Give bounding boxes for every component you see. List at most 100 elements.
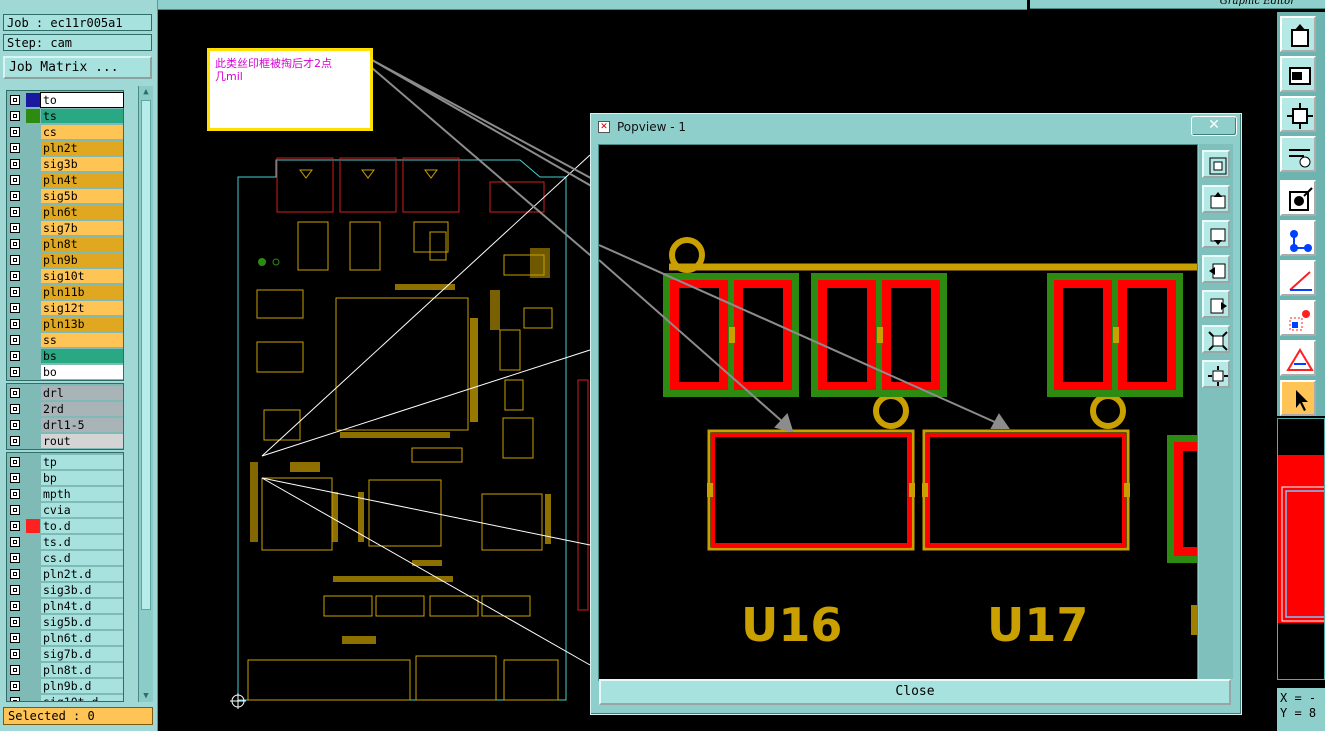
layer-checkbox[interactable]: [10, 617, 20, 627]
layer-checkbox[interactable]: [10, 601, 20, 611]
pan-left-button[interactable]: [1202, 255, 1230, 283]
zoom-fit-button[interactable]: [1202, 150, 1230, 178]
layer-checkbox[interactable]: [10, 367, 20, 377]
layer-name[interactable]: drl1-5: [41, 418, 123, 432]
layer-row-to[interactable]: to: [7, 92, 125, 108]
layer-row-drl[interactable]: drl: [7, 385, 125, 401]
layer-name[interactable]: pln6t: [41, 205, 123, 219]
home-tool-button[interactable]: [1280, 16, 1316, 52]
layer-row-bs[interactable]: bs: [7, 348, 125, 364]
layer-name[interactable]: bp: [41, 471, 123, 485]
layer-row-pln2t[interactable]: pln2t: [7, 140, 125, 156]
layer-row-mpth[interactable]: mpth: [7, 486, 123, 502]
layer-row-sig7b-d[interactable]: sig7b.d: [7, 646, 123, 662]
zoom-all-button[interactable]: [1202, 325, 1230, 353]
measure-tool-button[interactable]: [1280, 136, 1316, 172]
layer-row-sig12t[interactable]: sig12t: [7, 300, 125, 316]
layer-row-pln13b[interactable]: pln13b: [7, 316, 125, 332]
scroll-thumb[interactable]: [141, 100, 151, 610]
layer-name[interactable]: sig10t.d: [41, 695, 123, 701]
zoom-in-button[interactable]: [1202, 185, 1230, 213]
layer-name[interactable]: pln8t: [41, 237, 123, 251]
zoom-out-button[interactable]: [1202, 220, 1230, 248]
layer-name[interactable]: sig3b.d: [41, 583, 123, 597]
layer-row-sig7b[interactable]: sig7b: [7, 220, 125, 236]
layer-checkbox[interactable]: [10, 489, 20, 499]
popview-canvas[interactable]: U16 U17: [598, 144, 1198, 681]
layer-name[interactable]: bo: [41, 365, 123, 379]
layer-row-pln2t-d[interactable]: pln2t.d: [7, 566, 123, 582]
layer-checkbox[interactable]: [10, 404, 20, 414]
layer-name[interactable]: sig12t: [41, 301, 123, 315]
layer-checkbox[interactable]: [10, 191, 20, 201]
layer-checkbox[interactable]: [10, 287, 20, 297]
layer-checkbox[interactable]: [10, 319, 20, 329]
layer-row-to-d[interactable]: to.d: [7, 518, 123, 534]
net-tool-button[interactable]: [1280, 220, 1316, 256]
layer-row-sig10t[interactable]: sig10t: [7, 268, 125, 284]
layer-checkbox[interactable]: [10, 436, 20, 446]
layer-checkbox[interactable]: [10, 553, 20, 563]
layer-row-bp[interactable]: bp: [7, 470, 123, 486]
layer-checkbox[interactable]: [10, 127, 20, 137]
triangle-tool-button[interactable]: [1280, 340, 1316, 376]
layer-checkbox[interactable]: [10, 505, 20, 515]
layer-checkbox[interactable]: [10, 665, 20, 675]
layer-checkbox[interactable]: [10, 159, 20, 169]
layer-name[interactable]: pln4t.d: [41, 599, 123, 613]
window-close-button[interactable]: ✕: [1191, 116, 1237, 136]
layer-checkbox[interactable]: [10, 521, 20, 531]
layer-row-pln9b-d[interactable]: pln9b.d: [7, 678, 123, 694]
line-tool-button[interactable]: [1280, 260, 1316, 296]
layer-row-ts-d[interactable]: ts.d: [7, 534, 123, 550]
layer-row-rout[interactable]: rout: [7, 433, 125, 449]
layer-checkbox[interactable]: [10, 569, 20, 579]
layer-name[interactable]: ss: [41, 333, 123, 347]
add-feature-tool-button[interactable]: [1280, 180, 1316, 216]
layer-name[interactable]: cs.d: [41, 551, 123, 565]
layer-row-pln4t[interactable]: pln4t: [7, 172, 125, 188]
layer-name[interactable]: cvia: [41, 503, 123, 517]
layer-row-sig5b-d[interactable]: sig5b.d: [7, 614, 123, 630]
layer-name[interactable]: sig5b: [41, 189, 123, 203]
layer-row-bo[interactable]: bo: [7, 364, 125, 380]
layer-checkbox[interactable]: [10, 143, 20, 153]
layer-name[interactable]: sig3b: [41, 157, 123, 171]
layer-name[interactable]: pln8t.d: [41, 663, 123, 677]
layer-checkbox[interactable]: [10, 681, 20, 691]
layer-row-pln8t[interactable]: pln8t: [7, 236, 125, 252]
layer-checkbox[interactable]: [10, 255, 20, 265]
layer-name[interactable]: to.d: [41, 519, 123, 533]
layer-name[interactable]: pln9b: [41, 253, 123, 267]
layer-checkbox[interactable]: [10, 335, 20, 345]
layer-name[interactable]: sig5b.d: [41, 615, 123, 629]
layer-row-cvia[interactable]: cvia: [7, 502, 123, 518]
scroll-down-icon[interactable]: ▼: [143, 691, 149, 701]
layer-checkbox[interactable]: [10, 95, 20, 105]
layer-row-sig3b[interactable]: sig3b: [7, 156, 125, 172]
close-button[interactable]: Close: [599, 679, 1231, 705]
layer-name[interactable]: pln11b: [41, 285, 123, 299]
layer-checkbox[interactable]: [10, 207, 20, 217]
layer-name[interactable]: pln2t.d: [41, 567, 123, 581]
layer-name[interactable]: ts.d: [41, 535, 123, 549]
layer-row-ss[interactable]: ss: [7, 332, 125, 348]
layer-name[interactable]: cs: [41, 125, 123, 139]
layer-checkbox[interactable]: [10, 223, 20, 233]
layer-row-pln6t-d[interactable]: pln6t.d: [7, 630, 123, 646]
job-matrix-button[interactable]: Job Matrix ...: [3, 56, 152, 79]
layer-name[interactable]: mpth: [41, 487, 123, 501]
layer-checkbox[interactable]: [10, 351, 20, 361]
layer-name[interactable]: to: [40, 92, 124, 108]
zoom-center-button[interactable]: [1202, 360, 1230, 388]
layer-name[interactable]: sig7b: [41, 221, 123, 235]
layer-checkbox[interactable]: [10, 420, 20, 430]
fit-tool-button[interactable]: [1280, 96, 1316, 132]
layer-name[interactable]: pln4t: [41, 173, 123, 187]
layer-row-cs-d[interactable]: cs.d: [7, 550, 123, 566]
layer-row-drl1-5[interactable]: drl1-5: [7, 417, 125, 433]
layer-checkbox[interactable]: [10, 457, 20, 467]
layer-row-sig5b[interactable]: sig5b: [7, 188, 125, 204]
overview-minimap[interactable]: [1277, 418, 1325, 680]
layer-checkbox[interactable]: [10, 633, 20, 643]
